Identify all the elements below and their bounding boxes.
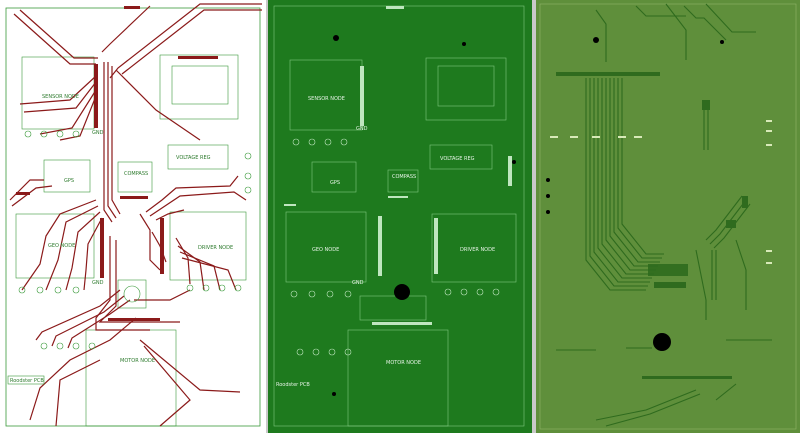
board-outline-3: [539, 3, 797, 430]
pcb-top-layer-diagram: SENSOR NODE GPS COMPASS VOLTAGE REG GEO …: [5, 3, 262, 427]
big-pad-outline: [117, 279, 147, 309]
label-geo-node: GEO NODE: [48, 243, 75, 249]
board-title: Roodster PCB: [10, 378, 44, 384]
driver-node-outline: [169, 211, 247, 281]
pcb-top-layer-panel: SENSOR NODE GPS COMPASS VOLTAGE REG GEO …: [0, 0, 266, 433]
silk-pads: [284, 6, 512, 325]
sensor-node-outline: [21, 56, 95, 130]
label-voltage-reg-2: VOLTAGE REG: [440, 156, 475, 162]
pcb-silkscreen-layer-diagram: SENSOR NODE GPS COMPASS VOLTAGE REG GEO …: [273, 5, 525, 427]
pad-circles: [18, 130, 252, 350]
board-title-2: Roodster PCB: [276, 382, 310, 388]
label-compass: COMPASS: [124, 171, 148, 177]
label-motor-node-2: MOTOR NODE: [386, 360, 421, 366]
label-driver-node-2: DRIVER NODE: [460, 247, 495, 253]
label-sensor-node-2: SENSOR NODE: [308, 96, 345, 102]
pcb-bottom-layer-panel: [536, 0, 800, 433]
silk-marks-bottom: [550, 120, 772, 264]
top-copper-traces: [9, 3, 262, 427]
header-pins: [16, 6, 218, 321]
label-gps: GPS: [64, 178, 74, 184]
separator-1: [266, 0, 268, 433]
gps-outline: [43, 159, 91, 193]
label-gnd-bottom-2: GND: [352, 280, 364, 286]
lcd-inner-outline: [171, 65, 229, 105]
label-voltage-reg: VOLTAGE REG: [176, 155, 211, 161]
silk-circles: [290, 138, 500, 356]
title-box: [7, 375, 45, 385]
label-gnd-top: GND: [92, 130, 104, 136]
separator-2: [532, 0, 536, 433]
motor-node-outline: [85, 329, 177, 427]
module-outlines-2: [285, 57, 517, 427]
label-gnd-top-2: GND: [356, 126, 368, 132]
drill-holes-bottom: [546, 37, 724, 351]
lcd-outline: [159, 54, 239, 120]
label-gnd-bottom: GND: [92, 280, 104, 286]
label-sensor-node: SENSOR NODE: [42, 94, 79, 100]
pcb-bottom-layer-diagram: [539, 3, 797, 430]
compass-outline: [117, 161, 153, 193]
drill-holes: [332, 35, 516, 396]
label-motor-node: MOTOR NODE: [120, 358, 155, 364]
copper-pads-bottom: [556, 72, 748, 379]
voltage-reg-outline: [167, 144, 229, 170]
pcb-silkscreen-layer-panel: SENSOR NODE GPS COMPASS VOLTAGE REG GEO …: [268, 0, 532, 433]
label-compass-2: COMPASS: [392, 174, 416, 180]
geo-node-outline: [15, 213, 95, 279]
bottom-copper-traces: [556, 3, 772, 427]
label-driver-node: DRIVER NODE: [198, 245, 233, 251]
label-gps-2: GPS: [330, 180, 340, 186]
label-geo-node-2: GEO NODE: [312, 247, 339, 253]
